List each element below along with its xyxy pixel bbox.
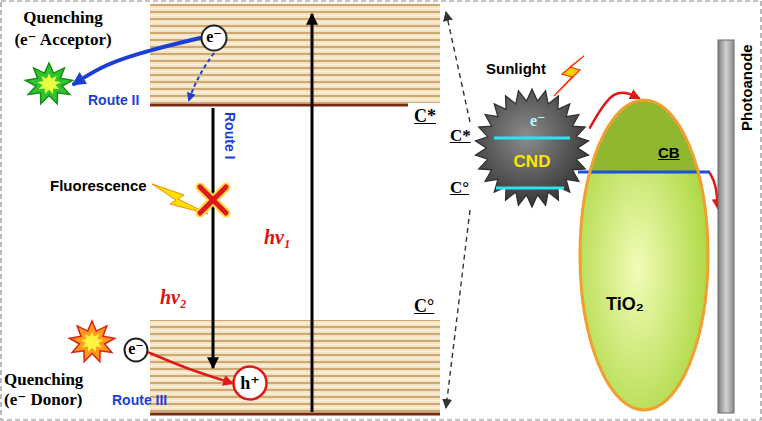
quencher-type: (e⁻ Donor) bbox=[4, 390, 116, 410]
cross-stroke bbox=[200, 187, 226, 213]
electron-symbol: e⁻ bbox=[530, 112, 546, 130]
circle-outline bbox=[202, 26, 227, 51]
emission-label: Fluorescence bbox=[50, 177, 147, 194]
blocked-cross bbox=[200, 187, 226, 213]
acceptor-quencher-star-shape bbox=[24, 62, 74, 106]
electron-circle: e⁻ bbox=[123, 337, 149, 363]
ground-level-line bbox=[150, 413, 440, 416]
cross-stroke bbox=[200, 187, 226, 213]
circle-outline bbox=[234, 367, 267, 400]
star-outline bbox=[25, 63, 72, 104]
zoom-arrow bbox=[446, 210, 470, 408]
level-label: C° bbox=[450, 178, 469, 198]
relaxation-arrow bbox=[189, 53, 214, 100]
particle-outline bbox=[580, 100, 708, 410]
photon-label: hν₂ bbox=[160, 286, 187, 309]
zoom-arrow bbox=[446, 12, 470, 122]
photon-label: hν₁ bbox=[264, 226, 291, 249]
energy-level-line bbox=[496, 187, 564, 190]
hole-symbol: h⁺ bbox=[240, 373, 260, 394]
quencher-heading: Quenching bbox=[4, 8, 122, 28]
absorption-arrow bbox=[311, 14, 314, 412]
electron-circle: e⁻ bbox=[200, 24, 228, 52]
donor-route-arrow bbox=[149, 353, 232, 383]
donor-quencher-star-shape bbox=[68, 320, 116, 364]
level-label: C° bbox=[414, 296, 434, 317]
circle-outline bbox=[125, 339, 148, 362]
sunlight-bolt bbox=[554, 56, 584, 96]
plate-fill bbox=[718, 40, 734, 413]
nanodot-label: CND bbox=[514, 152, 551, 172]
photoanode-plate: Photoanode bbox=[718, 40, 734, 413]
route-label: Route III bbox=[112, 392, 167, 408]
conduction-band-line bbox=[578, 171, 710, 174]
particle-fill bbox=[580, 100, 708, 410]
carbon-nanodot-burst: CND bbox=[474, 88, 590, 208]
tio2-particle-shape bbox=[578, 98, 710, 412]
burst-outline bbox=[475, 89, 588, 207]
emission-arrow bbox=[212, 108, 215, 368]
star-outline bbox=[69, 321, 114, 362]
donor-quencher-star: Quenching(e⁻ Donor) bbox=[68, 320, 116, 364]
tio2-particle: CB TiO₂ bbox=[578, 98, 710, 412]
quencher-heading: Quenching bbox=[4, 370, 116, 390]
material-label: TiO₂ bbox=[606, 294, 644, 315]
excited-level-line bbox=[150, 104, 408, 107]
carbon-nanodot-burst-shape bbox=[474, 88, 590, 208]
route-label: Route I bbox=[222, 112, 238, 159]
electron-symbol: e⁻ bbox=[128, 340, 144, 358]
photoanode-plate-shape bbox=[718, 40, 734, 413]
star-core bbox=[37, 74, 61, 94]
star-core bbox=[81, 332, 104, 352]
conduction-band-region bbox=[590, 100, 698, 172]
collection-arrow bbox=[710, 173, 718, 207]
cross-stroke bbox=[200, 187, 226, 213]
hole-circle: h⁺ bbox=[232, 365, 268, 401]
light-label: Sunlight bbox=[486, 60, 546, 77]
level-label: C* bbox=[414, 106, 436, 127]
level-label: C* bbox=[450, 126, 471, 146]
energy-level-line bbox=[494, 137, 570, 140]
electron-symbol: e⁻ bbox=[206, 28, 222, 46]
quencher-type: (e⁻ Acceptor) bbox=[4, 30, 122, 50]
ground-state-band bbox=[150, 320, 440, 412]
cross-stroke bbox=[200, 187, 226, 213]
acceptor-quencher-star: Quenching(e⁻ Acceptor) bbox=[24, 62, 74, 106]
route-label: Route II bbox=[88, 92, 139, 108]
excited-state-band bbox=[150, 4, 440, 103]
electrode-label: Photoanode bbox=[738, 44, 755, 131]
band-label: CB bbox=[658, 144, 680, 161]
